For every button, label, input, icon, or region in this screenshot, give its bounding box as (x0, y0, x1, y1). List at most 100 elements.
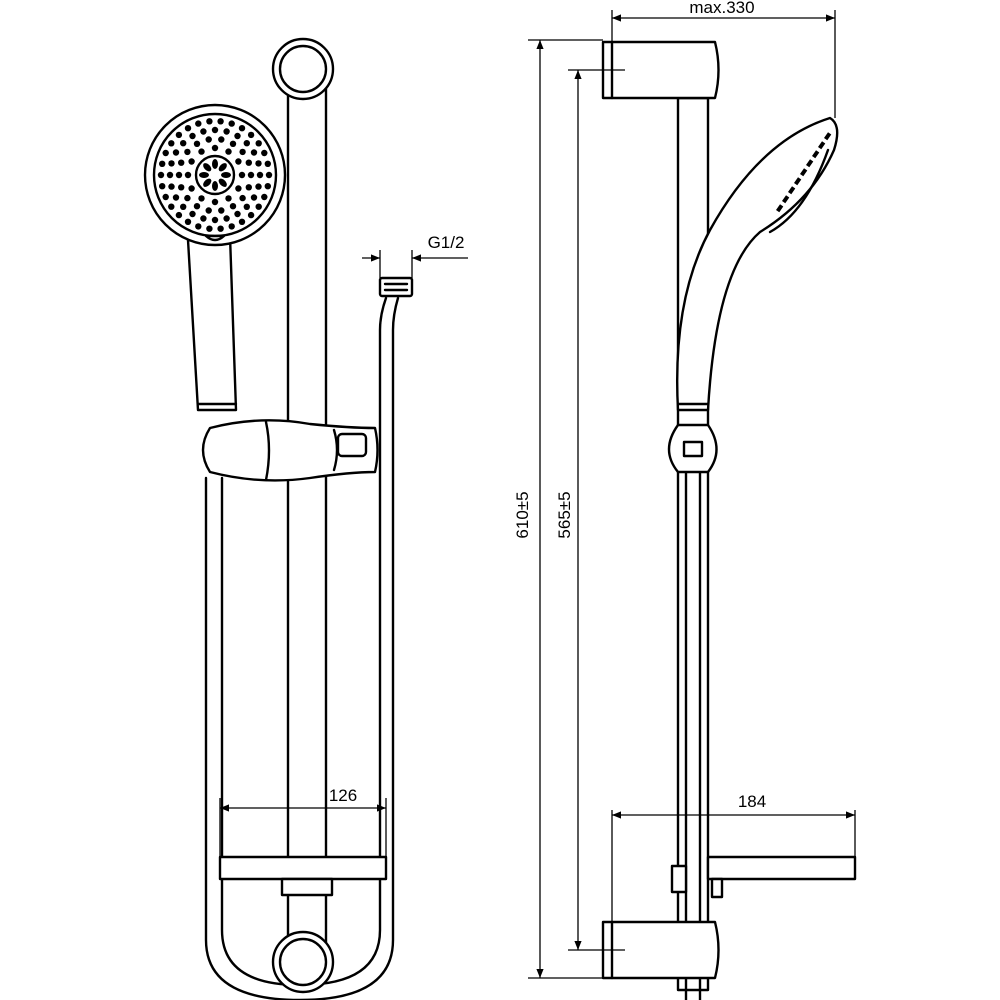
spray-nozzle (247, 171, 255, 179)
spray-nozzle (211, 198, 219, 206)
spray-nozzle (239, 148, 246, 156)
spray-nozzle (172, 194, 180, 201)
spray-nozzle (245, 184, 252, 191)
spray-nozzle (178, 184, 185, 191)
spray-nozzle (238, 171, 246, 179)
side-spray-nozzle (812, 150, 820, 159)
dim-front-spacing-label: 126 (329, 786, 357, 805)
spray-nozzle (211, 144, 219, 152)
dimension-184: 184 (611, 792, 856, 922)
spray-nozzle (238, 125, 246, 132)
spray-nozzle (225, 195, 232, 202)
side-soap-dish (670, 855, 857, 899)
spray-nozzle (250, 194, 258, 201)
spray-nozzle (157, 171, 165, 179)
spray-nozzle (159, 183, 166, 190)
spray-slot (203, 178, 212, 187)
slider-holder (201, 419, 379, 482)
spray-nozzle (195, 120, 202, 127)
side-slider-holder (667, 423, 718, 474)
spray-nozzle (188, 185, 195, 192)
spray-nozzle (168, 183, 175, 190)
dim-side-depth-label: 184 (738, 792, 766, 811)
spray-nozzle (206, 118, 213, 125)
spray-nozzle (172, 149, 180, 156)
side-spray-nozzle (818, 141, 826, 150)
spray-nozzle (159, 160, 166, 167)
spray-slot (212, 181, 218, 191)
spray-nozzle (255, 203, 262, 210)
hand-shower-head (143, 103, 287, 247)
dimension-max-330: max.330 (611, 0, 836, 118)
spray-nozzle (223, 215, 230, 222)
top-bracket (271, 37, 335, 101)
side-hand-shower (675, 116, 839, 412)
side-bottom-bracket (601, 920, 720, 980)
side-spray-nozzle (782, 195, 790, 204)
spray-nozzle (217, 225, 224, 232)
dimension-thread: G1/2 (362, 233, 468, 278)
spray-nozzle (243, 140, 250, 147)
spray-nozzle (234, 210, 241, 218)
rail-bar (286, 68, 328, 972)
spray-nozzle (168, 140, 175, 147)
spray-nozzle (239, 194, 246, 202)
spray-nozzle (229, 203, 237, 210)
dim-bar-height-label: 565±5 (555, 491, 574, 538)
dim-max-width-label: max.330 (689, 0, 754, 17)
spray-nozzle (175, 131, 183, 139)
spray-nozzle (255, 140, 262, 147)
spray-nozzle (265, 171, 273, 179)
spray-nozzle (238, 218, 246, 225)
side-spray-nozzle (806, 159, 814, 168)
spray-nozzle (247, 131, 255, 139)
hose-connector (378, 276, 414, 298)
spray-nozzle (218, 207, 225, 214)
spray-nozzle (162, 149, 169, 157)
spray-nozzle (200, 128, 207, 135)
hose (204, 296, 400, 1000)
spray-nozzle (198, 195, 205, 202)
spray-slot (218, 178, 227, 187)
spray-nozzle (168, 160, 175, 167)
spray-nozzle (234, 132, 241, 140)
spray-nozzle (184, 194, 191, 202)
dimension-126: 126 (219, 786, 387, 857)
spray-nozzle (198, 148, 205, 155)
spray-nozzle (247, 211, 255, 219)
dim-thread-label: G1/2 (428, 233, 465, 252)
spray-slot (218, 163, 227, 172)
spray-nozzle (250, 149, 258, 156)
spray-nozzle (180, 140, 187, 147)
spray-nozzle (261, 149, 268, 157)
side-view: max.330 610±5 565±5 184 (513, 0, 857, 1000)
spray-nozzle (184, 218, 192, 225)
bottom-bracket (271, 930, 335, 994)
spray-nozzle (168, 203, 175, 210)
spray-nozzle (217, 118, 224, 125)
spray-slot (203, 163, 212, 172)
spray-nozzle (206, 225, 213, 232)
spray-nozzle (245, 159, 252, 166)
spray-nozzle (264, 160, 271, 167)
spray-nozzle (205, 136, 212, 143)
spray-nozzle (193, 140, 201, 147)
spray-nozzle (166, 171, 174, 179)
spray-nozzle (200, 215, 207, 222)
spray-nozzle (264, 183, 271, 190)
side-spray-nozzle (800, 168, 808, 177)
side-rail-bar (676, 96, 710, 992)
spray-slot (221, 172, 231, 178)
soap-dish (218, 855, 388, 897)
spray-nozzle (228, 120, 235, 127)
spray-nozzle (225, 148, 232, 155)
side-spray-nozzle (787, 186, 796, 195)
hand-shower-handle (186, 233, 238, 412)
spray-nozzle (223, 128, 230, 135)
spray-slot (212, 159, 218, 169)
dimension-565: 565±5 (555, 69, 625, 951)
spray-nozzle (255, 160, 262, 167)
spray-nozzle (184, 171, 192, 179)
spray-nozzle (235, 185, 242, 192)
